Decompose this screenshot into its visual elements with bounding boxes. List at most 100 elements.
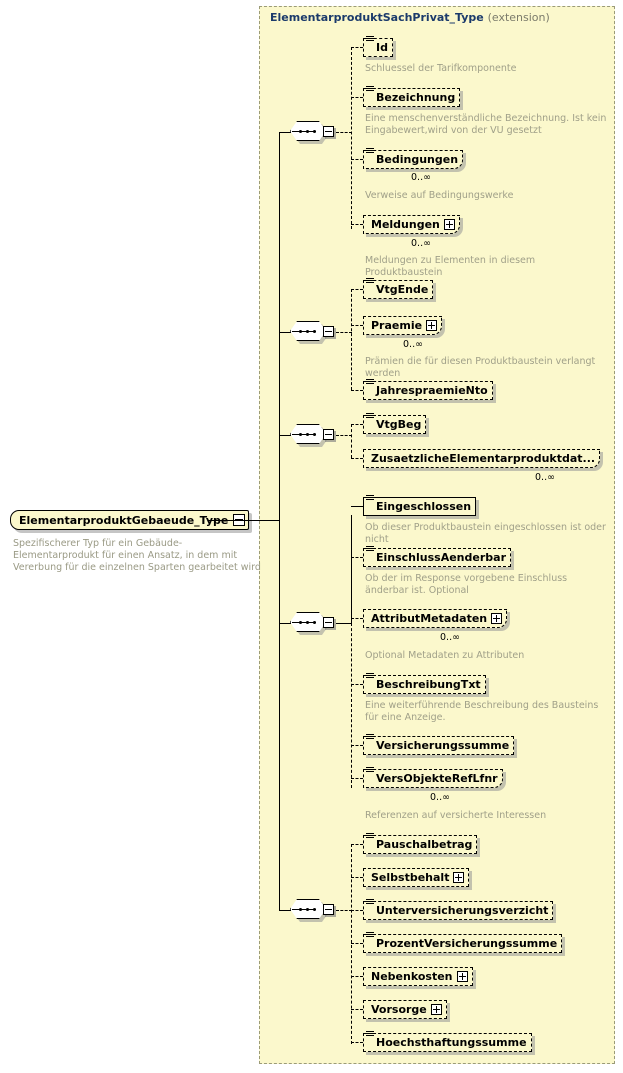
element-label: BeschreibungTxt [376, 678, 481, 691]
sequence-dots-icon [299, 621, 317, 624]
element-box[interactable]: AttributMetadaten [363, 609, 508, 628]
element-box[interactable]: BeschreibungTxt [363, 673, 486, 694]
element-lead-line [351, 943, 363, 944]
element-box[interactable]: ZusaetzlicheElementarproduktdat... [363, 449, 601, 468]
element-cardinality: 0..∞ [535, 472, 555, 483]
simple-type-icon [366, 1031, 374, 1038]
element-box[interactable]: Id [363, 36, 393, 57]
element-lead-line [351, 1042, 363, 1043]
element-lead-line [351, 910, 363, 911]
element-box[interactable]: Hoechsthaftungssumme [363, 1031, 532, 1052]
element-lead-line [351, 47, 363, 48]
element-description: Schluessel der Tarifkomponente [365, 63, 517, 74]
element-box[interactable]: VtgBeg [363, 413, 427, 434]
simple-type-icon [366, 495, 374, 502]
element-lead-line [351, 458, 363, 459]
element-lead-line [351, 745, 363, 746]
seq2-out-line [336, 332, 352, 333]
element-box[interactable]: EinschlussAenderbar [363, 546, 511, 567]
element-box[interactable]: Unterversicherungsverzicht [363, 899, 554, 920]
element-box[interactable]: ProzentVersicherungssumme [363, 932, 563, 953]
sequence-collapse-icon-1[interactable] [323, 126, 334, 137]
root-type-description: Spezifischerer Typ für ein Gebäude-Eleme… [13, 538, 261, 573]
element-lead-line [351, 976, 363, 977]
expand-plus-icon[interactable] [453, 872, 465, 883]
seq5-out-line [336, 910, 352, 911]
element-label: Nebenkosten [371, 970, 453, 983]
seq1-in-line [279, 132, 291, 133]
sequence-compositor-1[interactable] [290, 121, 336, 144]
element-lead-line [351, 778, 363, 779]
sequence-collapse-icon-2[interactable] [323, 326, 334, 337]
element-box[interactable]: Bezeichnung [363, 86, 461, 107]
sequence-collapse-icon-4[interactable] [323, 617, 334, 628]
sequence-dots-icon [299, 330, 317, 333]
element-label: ZusaetzlicheElementarproduktdat... [371, 452, 596, 465]
element-lead-line [351, 325, 363, 326]
expand-plus-icon[interactable] [491, 613, 503, 624]
element-description: Referenzen auf versicherte Interessen [365, 810, 547, 821]
element-label: VtgBeg [376, 418, 422, 431]
sequence-collapse-icon-3[interactable] [323, 429, 334, 440]
seq3-in-line [279, 435, 291, 436]
expand-plus-icon[interactable] [430, 1004, 442, 1015]
seq5-in-line [279, 910, 291, 911]
expand-plus-icon[interactable] [443, 219, 455, 230]
expand-plus-icon[interactable] [426, 320, 438, 331]
sequence-dots-icon [299, 130, 317, 133]
sequence-bar [292, 622, 316, 623]
expand-plus-icon[interactable] [456, 971, 468, 982]
element-box[interactable]: Praemie [363, 316, 443, 335]
sequence-compositor-2[interactable] [290, 321, 336, 344]
element-box[interactable]: Selbstbehalt [363, 868, 470, 887]
element-box[interactable]: Eingeschlossen [363, 495, 477, 516]
element-box[interactable]: Meldungen [363, 215, 460, 234]
element-lead-line [351, 224, 363, 225]
element-box[interactable]: VtgEnde [363, 278, 434, 299]
root-connector-line [208, 520, 280, 521]
simple-type-icon [366, 734, 374, 741]
element-lead-line [351, 424, 363, 425]
sequence-compositor-4[interactable] [290, 612, 336, 635]
element-box[interactable]: Bedingungen [363, 148, 464, 169]
element-label: Selbstbehalt [371, 871, 450, 884]
element-description: Eine menschenverständliche Bezeichnung. … [365, 113, 607, 136]
root-type-box[interactable]: ElementarproduktGebaeude_Type [10, 510, 250, 530]
complextype-title: ElementarproduktSachPrivat_Type (extensi… [270, 11, 550, 24]
seq2-branch-line [351, 289, 352, 390]
simple-type-icon [366, 86, 374, 93]
element-label: Praemie [371, 319, 423, 332]
element-box[interactable]: Pauschalbetrag [363, 833, 478, 854]
element-label: Hoechsthaftungssumme [376, 1036, 527, 1049]
seq4-out-line [336, 623, 352, 624]
element-label: JahrespraemieNto [376, 384, 488, 397]
element-lead-line [351, 390, 363, 391]
complextype-name: ElementarproduktSachPrivat_Type [270, 11, 484, 24]
simple-type-icon [366, 899, 374, 906]
sequence-compositor-5[interactable] [290, 899, 336, 922]
sequence-compositor-3[interactable] [290, 424, 336, 447]
element-box[interactable]: Nebenkosten [363, 967, 473, 986]
simple-type-icon [366, 148, 374, 155]
element-lead-line [351, 97, 363, 98]
element-box[interactable]: VersObjekteRefLfnr [363, 767, 503, 788]
compositor-trunk-line [279, 132, 280, 911]
element-label: Unterversicherungsverzicht [376, 904, 549, 917]
sequence-bar [292, 331, 316, 332]
element-lead-line [351, 1009, 363, 1010]
element-label: Vorsorge [371, 1003, 427, 1016]
sequence-collapse-icon-5[interactable] [323, 904, 334, 915]
simple-type-icon [366, 379, 374, 386]
element-description: Meldungen zu Elementen in diesem Produkt… [365, 255, 536, 278]
element-box[interactable]: Versicherungssumme [363, 734, 515, 755]
element-label: VtgEnde [376, 283, 429, 296]
element-lead-line [351, 877, 363, 878]
element-label: Pauschalbetrag [376, 838, 473, 851]
simple-type-icon [366, 413, 374, 420]
element-label: Meldungen [371, 218, 440, 231]
sequence-dots-icon [299, 433, 317, 436]
seq1-branch-line [351, 47, 352, 229]
seq3-out-line [336, 435, 352, 436]
element-box[interactable]: JahrespraemieNto [363, 379, 493, 400]
element-box[interactable]: Vorsorge [363, 1000, 447, 1019]
